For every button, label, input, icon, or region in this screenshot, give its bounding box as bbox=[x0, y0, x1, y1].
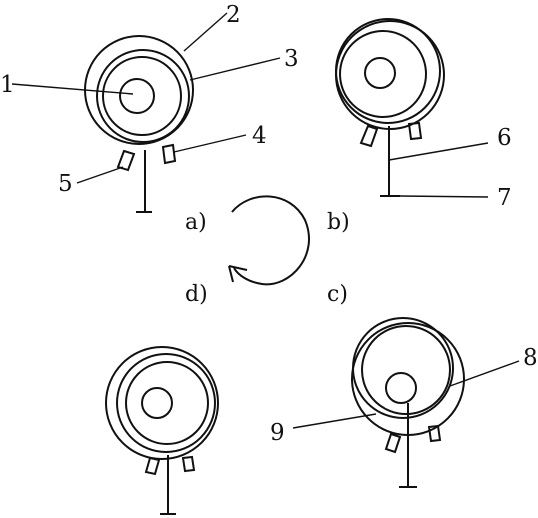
leader-5 bbox=[76, 166, 124, 184]
view-d-core bbox=[141, 387, 173, 419]
step-label-a: a) bbox=[185, 210, 207, 235]
view-c-core bbox=[385, 372, 417, 404]
label-5: 5 bbox=[58, 171, 73, 197]
view-b-core bbox=[364, 57, 396, 89]
label-7: 7 bbox=[497, 185, 512, 211]
view-c-pad-right bbox=[427, 424, 442, 443]
view-d-pad-right bbox=[181, 455, 196, 473]
label-3: 3 bbox=[284, 46, 299, 72]
leader-1 bbox=[11, 83, 134, 95]
label-8: 8 bbox=[523, 345, 538, 371]
leader-8 bbox=[449, 360, 520, 387]
view-d bbox=[105, 346, 219, 515]
view-c-inner-ring bbox=[361, 325, 451, 415]
label-4: 4 bbox=[252, 123, 267, 149]
rotation-arrowhead bbox=[228, 265, 248, 283]
view-a-middle-ring bbox=[96, 49, 190, 143]
view-c bbox=[292, 317, 520, 488]
view-b bbox=[335, 18, 489, 198]
label-2: 2 bbox=[226, 2, 241, 28]
view-a bbox=[11, 12, 281, 213]
step-label-c: c) bbox=[327, 282, 348, 307]
step-label-b: b) bbox=[327, 210, 350, 235]
leader-2 bbox=[183, 12, 228, 52]
view-b-pad-left bbox=[359, 124, 379, 148]
view-a-pad-right bbox=[161, 143, 177, 165]
rotation-arc bbox=[231, 195, 310, 286]
view-b-middle-ring bbox=[335, 18, 441, 124]
view-c-middle-ring bbox=[352, 317, 454, 419]
label-9: 9 bbox=[270, 420, 285, 446]
view-a-core bbox=[119, 78, 155, 114]
leader-9 bbox=[292, 413, 377, 429]
view-d-pad-left bbox=[144, 456, 161, 476]
label-6: 6 bbox=[497, 125, 512, 151]
leader-6 bbox=[388, 142, 489, 161]
view-d-middle-ring bbox=[116, 353, 216, 453]
view-c-pad-left bbox=[384, 432, 402, 454]
label-1: 1 bbox=[0, 72, 15, 98]
view-b-inner-ring bbox=[339, 30, 427, 118]
leader-3 bbox=[189, 57, 281, 81]
view-b-pad-right bbox=[407, 121, 423, 141]
leader-7 bbox=[399, 195, 489, 198]
step-label-d: d) bbox=[185, 282, 208, 307]
view-a-pad-left bbox=[116, 149, 136, 172]
view-d-outer-ring bbox=[105, 346, 219, 460]
rotation-indicator bbox=[228, 195, 310, 286]
view-d-inner-ring bbox=[125, 361, 209, 445]
leader-4 bbox=[173, 134, 247, 153]
view-a-inner-ring bbox=[102, 56, 182, 136]
